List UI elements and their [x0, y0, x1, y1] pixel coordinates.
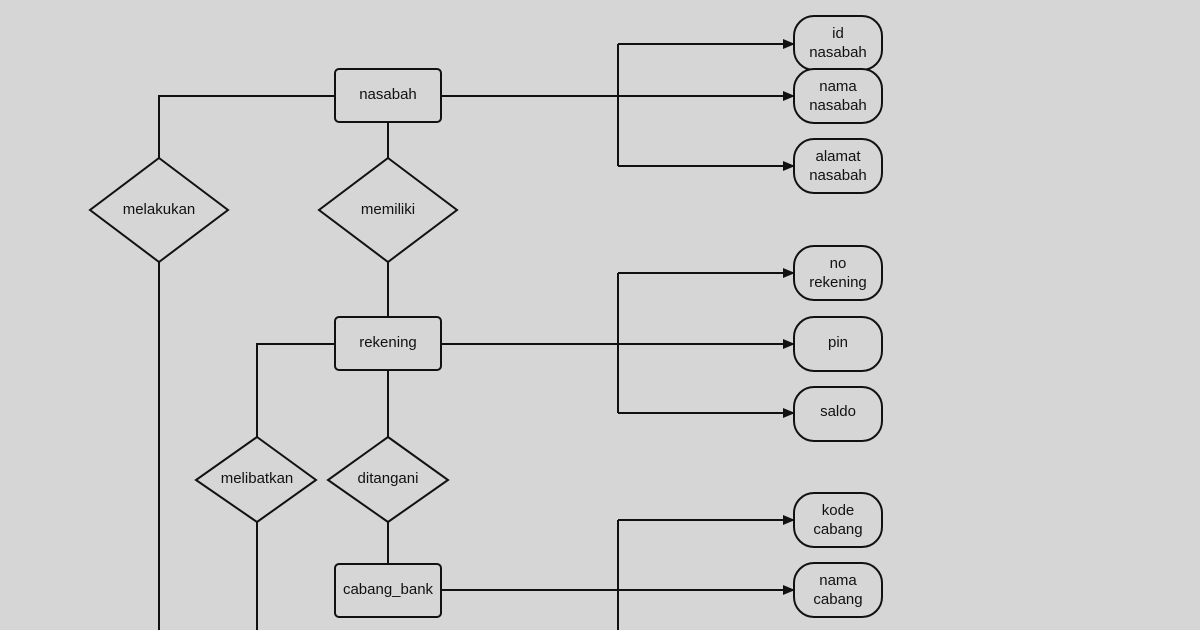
attribute-id-nasabah-line1: id: [832, 25, 844, 42]
attribute-kode-cabang-line1: kode: [822, 502, 855, 519]
line-rekening-melibatkan: [256, 343, 335, 437]
attribute-nama-cabang-line1: nama: [819, 572, 857, 589]
line-nasabah-melakukan: [158, 95, 335, 158]
relationship-melakukan-label: melakukan: [123, 201, 196, 218]
entity-rekening[interactable]: rekening: [334, 316, 442, 371]
attribute-id-nasabah[interactable]: id nasabah: [793, 15, 883, 71]
attribute-nama-nasabah[interactable]: nama nasabah: [793, 68, 883, 124]
attribute-kode-cabang-line2: cabang: [813, 521, 862, 538]
attribute-pin[interactable]: pin: [793, 316, 883, 372]
attribute-nama-nasabah-line2: nasabah: [809, 97, 867, 114]
attribute-no-rekening-line2: rekening: [809, 274, 867, 291]
attribute-nama-nasabah-line1: nama: [819, 78, 857, 95]
attribute-alamat-nasabah[interactable]: alamat nasabah: [793, 138, 883, 194]
relationship-ditangani-label: ditangani: [358, 470, 419, 487]
attribute-no-rekening-line1: no: [830, 255, 847, 272]
relationship-melibatkan-label: melibatkan: [221, 470, 294, 487]
attribute-kode-cabang[interactable]: kode cabang: [793, 492, 883, 548]
attribute-id-nasabah-line2: nasabah: [809, 44, 867, 61]
attribute-alamat-nasabah-line1: alamat: [815, 148, 861, 165]
connectors: [158, 39, 795, 630]
attribute-nama-cabang-line2: cabang: [813, 591, 862, 608]
attribute-saldo-label: saldo: [820, 403, 856, 420]
relationship-memiliki-label: memiliki: [361, 201, 415, 218]
relationship-ditangani[interactable]: ditangani: [326, 435, 450, 524]
attribute-pin-label: pin: [828, 334, 848, 351]
entity-nasabah-label: nasabah: [359, 86, 417, 103]
entity-rekening-label: rekening: [359, 334, 417, 351]
entity-nasabah[interactable]: nasabah: [334, 68, 442, 123]
entity-cabang-bank[interactable]: cabang_bank: [334, 563, 442, 618]
attribute-no-rekening[interactable]: no rekening: [793, 245, 883, 301]
relationship-melakukan[interactable]: melakukan: [88, 156, 230, 264]
attribute-alamat-nasabah-line2: nasabah: [809, 167, 867, 184]
entity-cabang-bank-label: cabang_bank: [343, 581, 434, 598]
attribute-nama-cabang[interactable]: nama cabang: [793, 562, 883, 618]
relationship-melibatkan[interactable]: melibatkan: [194, 435, 318, 524]
attribute-saldo[interactable]: saldo: [793, 386, 883, 442]
relationship-memiliki[interactable]: memiliki: [317, 156, 459, 264]
